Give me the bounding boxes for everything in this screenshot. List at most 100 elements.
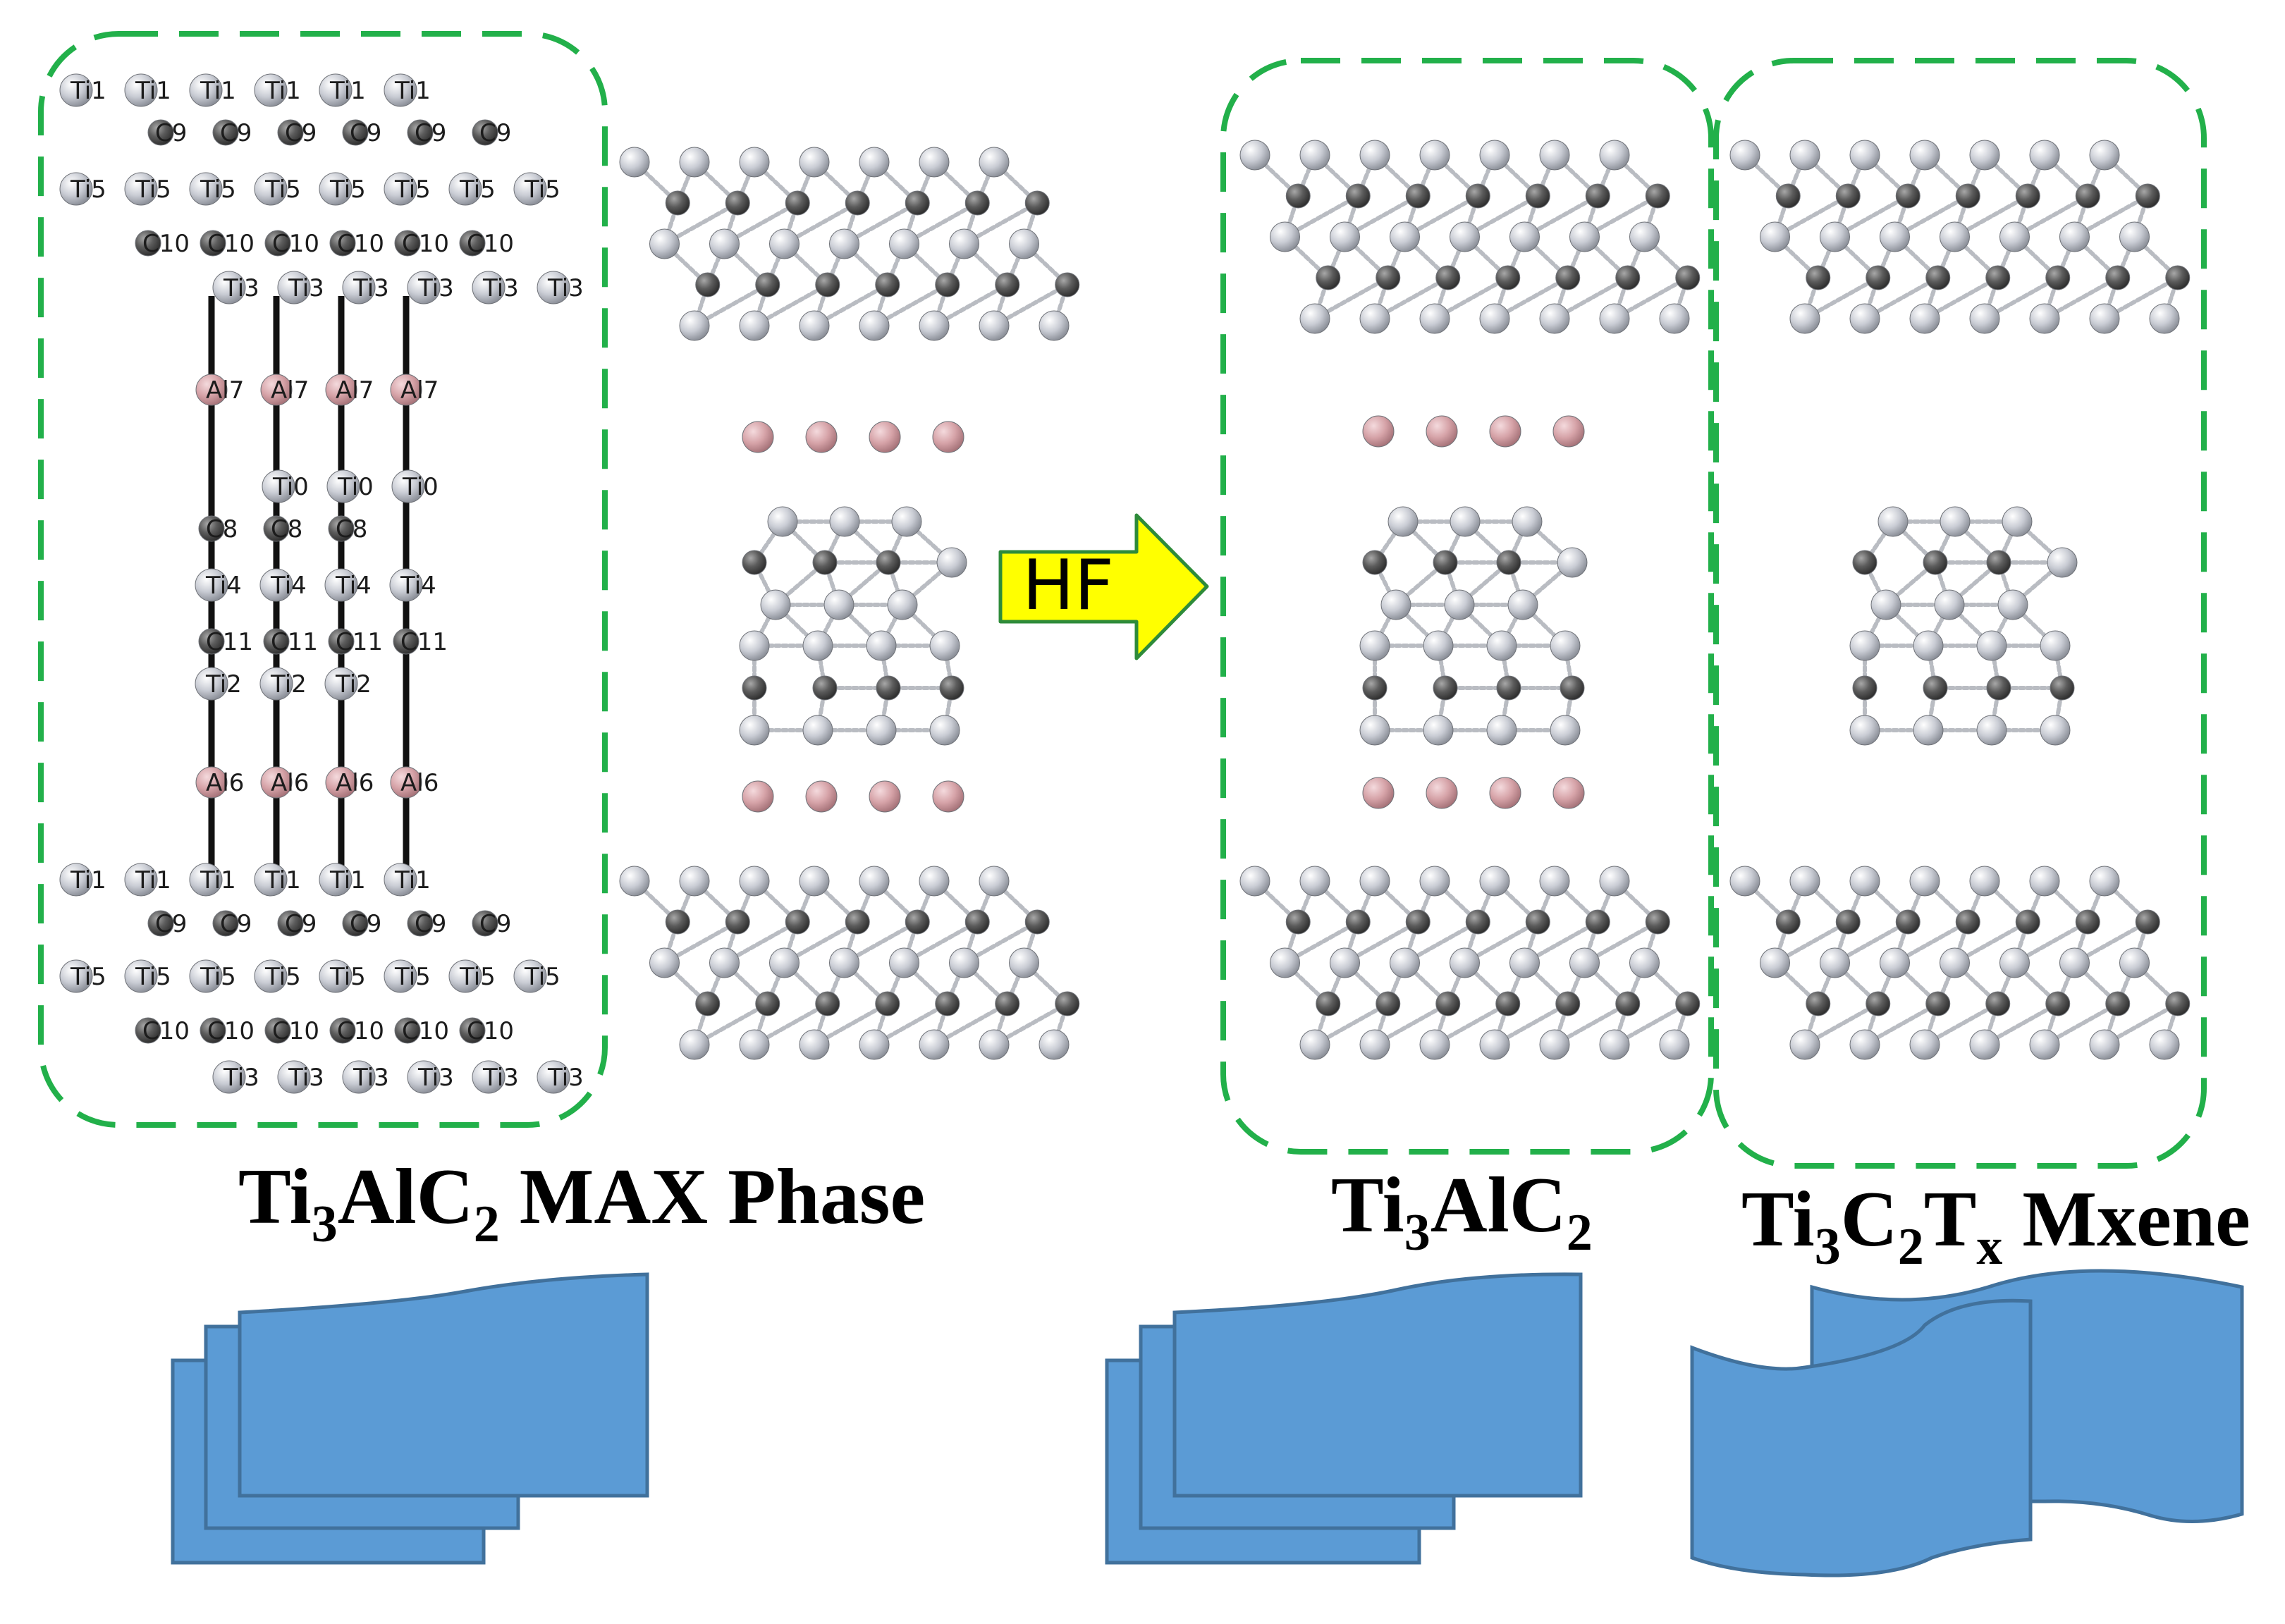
max-struct-c-atom [876, 675, 901, 701]
atom-label: C10 [207, 230, 255, 258]
ti3alc2-ti-atom [1419, 303, 1450, 334]
atom-label: C9 [415, 910, 446, 938]
atom-label: C9 [155, 119, 187, 147]
atom-label: Ti5 [459, 176, 496, 204]
max-struct-c-atom [785, 190, 810, 216]
max-struct-ti-atom [802, 715, 833, 746]
max-struct-c-atom [725, 190, 750, 216]
ti3alc2-c-atom [1525, 909, 1550, 935]
max-struct-ti-atom [739, 866, 770, 897]
atom-label: Ti3 [288, 274, 324, 302]
mxene-c-atom [2075, 183, 2100, 209]
atom-label: Ti5 [329, 176, 366, 204]
mxene-c-atom [2075, 909, 2100, 935]
max-struct-c-atom [876, 550, 901, 575]
atom-label: Al7 [206, 376, 244, 405]
mxene-ti-atom [1880, 947, 1910, 978]
mxene-ti-atom [1870, 589, 1901, 620]
atom-label: Ti3 [417, 1064, 454, 1092]
max-struct-ti-atom [919, 1029, 950, 1060]
max-labeled-ti-atom [537, 271, 570, 304]
mxene-c-atom [1986, 675, 2011, 701]
max-labeled-ti-atom [277, 1060, 311, 1094]
max-struct-ti-atom [679, 147, 710, 178]
max-labeled-ti-atom [391, 469, 425, 503]
max-struct-ti-atom [829, 506, 860, 537]
ti3alc2-al-atom [1362, 777, 1395, 809]
ti3alc2-c-atom [1495, 991, 1521, 1016]
max-struct-ti-atom [739, 715, 770, 746]
hf-arrow: HF [998, 513, 1209, 660]
ti3alc2-c-atom [1435, 991, 1461, 1016]
max-labeled-c-atom [264, 230, 291, 257]
atom-label: Ti4 [335, 572, 372, 600]
max-labeled-ti-atom [277, 271, 311, 304]
atom-label: Ti4 [205, 572, 242, 600]
ti3alc2-ti-atom [1419, 866, 1450, 897]
mxene-ti-atom [1999, 947, 2030, 978]
max-struct-c-atom [695, 991, 721, 1016]
max-labeled-ti-atom [254, 172, 288, 206]
max-phase-caption: Ti3AlC2 MAX Phase [238, 1153, 925, 1253]
ti3alc2-ti-atom [1423, 715, 1454, 746]
atom-label: Ti5 [200, 176, 236, 204]
mxene-c-atom [1852, 675, 1877, 701]
ti3alc2-c-atom [1555, 265, 1581, 290]
ti3alc2-ti-atom [1270, 221, 1300, 252]
max-struct-ti-atom [679, 866, 710, 897]
mxene-ti-atom [1940, 947, 1970, 978]
atom-label: Ti5 [394, 963, 431, 991]
max-labeled-c-atom [407, 119, 434, 146]
ti3alc2-c-atom [1362, 550, 1387, 575]
ti3alc2-ti-atom [1299, 140, 1330, 171]
atom-label: Ti4 [400, 572, 436, 600]
ti3alc2-caption: Ti3AlC2 [1331, 1162, 1593, 1262]
max-labeled-c-atom [200, 1017, 226, 1044]
max-labeled-c-atom [198, 628, 225, 655]
max-struct-ti-atom [739, 630, 770, 661]
max-labeled-ti-atom [124, 959, 158, 993]
max-labeled-ti-atom [124, 863, 158, 897]
mxene-ti-atom [1789, 1029, 1820, 1060]
mxene-ti-atom [1976, 715, 2007, 746]
ti3alc2-ti-atom [1390, 947, 1420, 978]
max-struct-c-atom [755, 272, 780, 297]
ti3alc2-al-atom [1489, 415, 1521, 448]
max-struct-ti-atom [799, 147, 830, 178]
max-labeled-al-atom [195, 766, 228, 799]
max-struct-ti-atom [1009, 947, 1039, 978]
max-labeled-ti-atom [407, 271, 441, 304]
max-labeled-ti-atom [59, 73, 93, 107]
max-struct-c-atom [812, 675, 838, 701]
atom-label: Ti3 [353, 1064, 389, 1092]
ti3alc2-ti-atom [1539, 866, 1570, 897]
ti3alc2-c-atom [1435, 265, 1461, 290]
mxene-c-atom [1923, 675, 1948, 701]
mxene-c-atom [1925, 991, 1951, 1016]
mxene-ti-atom [1909, 866, 1940, 897]
max-struct-ti-atom [1039, 310, 1070, 341]
max-struct-ti-atom [929, 715, 960, 746]
max-labeled-c-atom [147, 119, 174, 146]
mxene-c-atom [1895, 909, 1920, 935]
mxene-ti-atom [2002, 506, 2033, 537]
max-labeled-al-atom [390, 766, 422, 799]
atom-label: Ti1 [394, 866, 431, 894]
max-labeled-ti-atom [254, 863, 288, 897]
max-struct-ti-atom [979, 310, 1010, 341]
max-struct-c-atom [1024, 909, 1050, 935]
mxene-ti-atom [1969, 866, 2000, 897]
max-labeled-ti-atom [189, 959, 223, 993]
mxene-c-atom [1923, 550, 1948, 575]
mxene-ti-atom [1940, 506, 1971, 537]
ti3alc2-ti-atom [1359, 303, 1390, 334]
atom-label: Ti3 [547, 1064, 584, 1092]
mxene-ti-atom [1820, 221, 1850, 252]
max-labeled-c-atom [277, 910, 304, 937]
ti3alc2-ti-atom [1450, 506, 1481, 537]
ti3alc2-ti-atom [1359, 140, 1390, 171]
atom-label: Ti0 [337, 473, 374, 501]
mxene-c-atom [2015, 183, 2040, 209]
mxene-ti-atom [1849, 715, 1880, 746]
